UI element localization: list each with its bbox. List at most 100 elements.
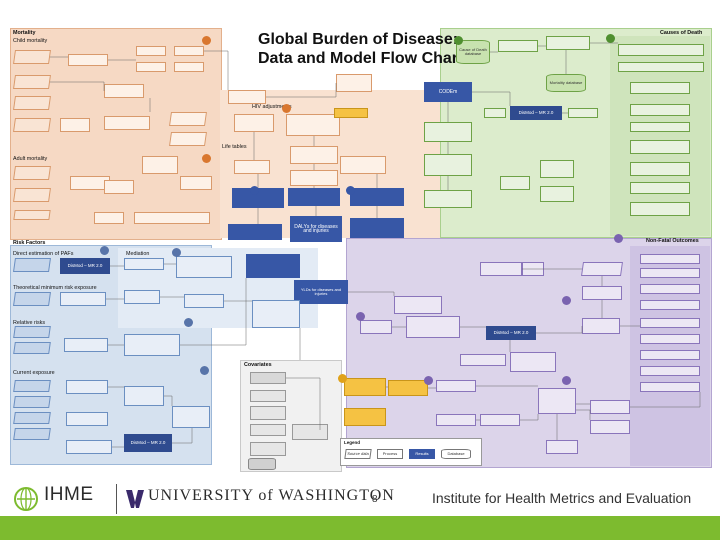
mortality-process-box	[142, 156, 178, 174]
cod-process-box	[424, 154, 472, 176]
mediation-box	[176, 256, 232, 278]
cod-right-box	[630, 82, 690, 94]
step-marker	[202, 154, 211, 163]
risk-source-box	[13, 412, 51, 424]
ihme-wordmark: IHME	[44, 484, 94, 505]
nonfatal-process-box	[480, 414, 520, 426]
risk-process-box	[66, 440, 112, 454]
cod-database-cylinder: Cause of Death database	[456, 40, 490, 64]
nonfatal-right-box	[640, 366, 700, 376]
legend-box: Legend Source data Process Results Datab…	[340, 438, 482, 466]
risk-source-box	[13, 292, 51, 306]
covariate-box	[250, 406, 286, 420]
step-marker	[562, 376, 571, 385]
mortality-source-box	[13, 50, 51, 64]
mortality-process-box	[174, 62, 204, 72]
risk-source-box	[13, 258, 51, 272]
step-marker	[424, 376, 433, 385]
nonfatal-process-box	[436, 414, 476, 426]
uw-logo	[126, 486, 144, 510]
risk-source-box	[13, 326, 51, 338]
nonfatal-right-box	[640, 382, 700, 392]
ihme-logo-icon	[14, 487, 38, 511]
mortality-process-box	[68, 54, 108, 66]
cod-right-box	[630, 202, 690, 216]
nonfatal-process-box	[394, 296, 442, 314]
dismod-label: DisMod – MR 2.0	[493, 329, 529, 335]
codem-label: CODEm	[438, 88, 458, 95]
yll-results-box	[232, 188, 284, 208]
mortality-process-box	[136, 46, 166, 56]
mortality-source-box	[13, 118, 51, 132]
cod-source-box	[498, 40, 538, 52]
hiv-process-box	[234, 114, 274, 132]
nonfatal-process-box	[590, 420, 630, 434]
step-marker	[202, 36, 211, 45]
life-table-box	[234, 160, 270, 174]
risk-process-box	[60, 292, 106, 306]
pathway-box	[252, 300, 300, 328]
legend-results-label: Results	[415, 450, 429, 456]
cod-right-box	[630, 122, 690, 132]
cod-process-box	[568, 108, 598, 118]
legend-process: Process	[377, 449, 403, 459]
title-line-2: Data and Model Flow Chart	[258, 50, 464, 67]
nonfatal-process-box	[406, 316, 460, 338]
cod-right-box	[630, 140, 690, 154]
dismod-mr-box: DisMod – MR 2.0	[510, 106, 562, 120]
step-marker	[172, 248, 181, 257]
non-fatal-outcomes-label: Non-Fatal Outcomes	[646, 238, 699, 244]
codem-box: CODEm	[424, 82, 472, 102]
hiv-process-box	[336, 74, 372, 92]
ihme-logo	[12, 486, 40, 512]
risk-process-box	[124, 386, 164, 406]
nonfatal-right-box	[640, 318, 700, 328]
nonfatal-right-box	[640, 334, 700, 344]
step-marker	[454, 36, 463, 45]
nonfatal-process-box	[360, 320, 392, 334]
nonfatal-process-box	[460, 354, 506, 366]
nonfatal-right-box	[640, 254, 700, 264]
nonfatal-right-box	[640, 300, 700, 310]
direct-estimation-label: Direct estimation of PAFs	[13, 251, 74, 257]
step-marker	[346, 186, 355, 195]
gbd-covariate-database	[248, 458, 276, 470]
mortality-database-label: Mortality database	[549, 79, 583, 85]
step-marker	[356, 312, 365, 321]
expected-years-results-box	[288, 188, 340, 206]
mortality-process-box	[174, 46, 204, 56]
uw-w-icon	[126, 490, 144, 508]
covariate-box	[250, 442, 286, 456]
title-line-1: Global Burden of Disease:	[258, 31, 459, 48]
nonfatal-process-box	[480, 262, 522, 276]
page-number: 8	[372, 494, 378, 505]
covariate-box	[292, 424, 328, 440]
nonfatal-process-box	[510, 352, 556, 372]
mortality-process-box	[169, 112, 207, 126]
nonfatal-yellow-box	[344, 408, 386, 426]
step-marker	[250, 186, 259, 195]
cod-process-box	[484, 108, 506, 118]
nonfatal-process-box	[590, 400, 630, 414]
cod-right-box	[630, 104, 690, 116]
step-marker	[200, 366, 209, 375]
covariate-box	[250, 390, 286, 402]
dismod-label: DisMod – MR 2.0	[130, 439, 166, 445]
mortality-source-box	[13, 166, 51, 180]
nonfatal-right-box	[640, 268, 700, 278]
cod-process-box	[500, 176, 530, 190]
mediation-box	[124, 258, 164, 270]
legend-results: Results	[409, 449, 435, 459]
step-marker	[614, 234, 623, 243]
risk-process-box	[124, 334, 180, 356]
nonfatal-process-box	[582, 286, 622, 300]
mortality-label: Mortality	[13, 30, 36, 36]
mortality-source-box	[13, 75, 51, 89]
mortality-process-box	[94, 212, 124, 224]
nonfatal-process-box	[522, 262, 544, 276]
adult-mortality-label: Adult mortality	[13, 156, 48, 162]
life-table-box	[290, 146, 338, 164]
legend-source-label: Source data	[346, 450, 370, 456]
footer-green-bar	[0, 516, 720, 540]
mortality-process-box	[180, 176, 212, 190]
